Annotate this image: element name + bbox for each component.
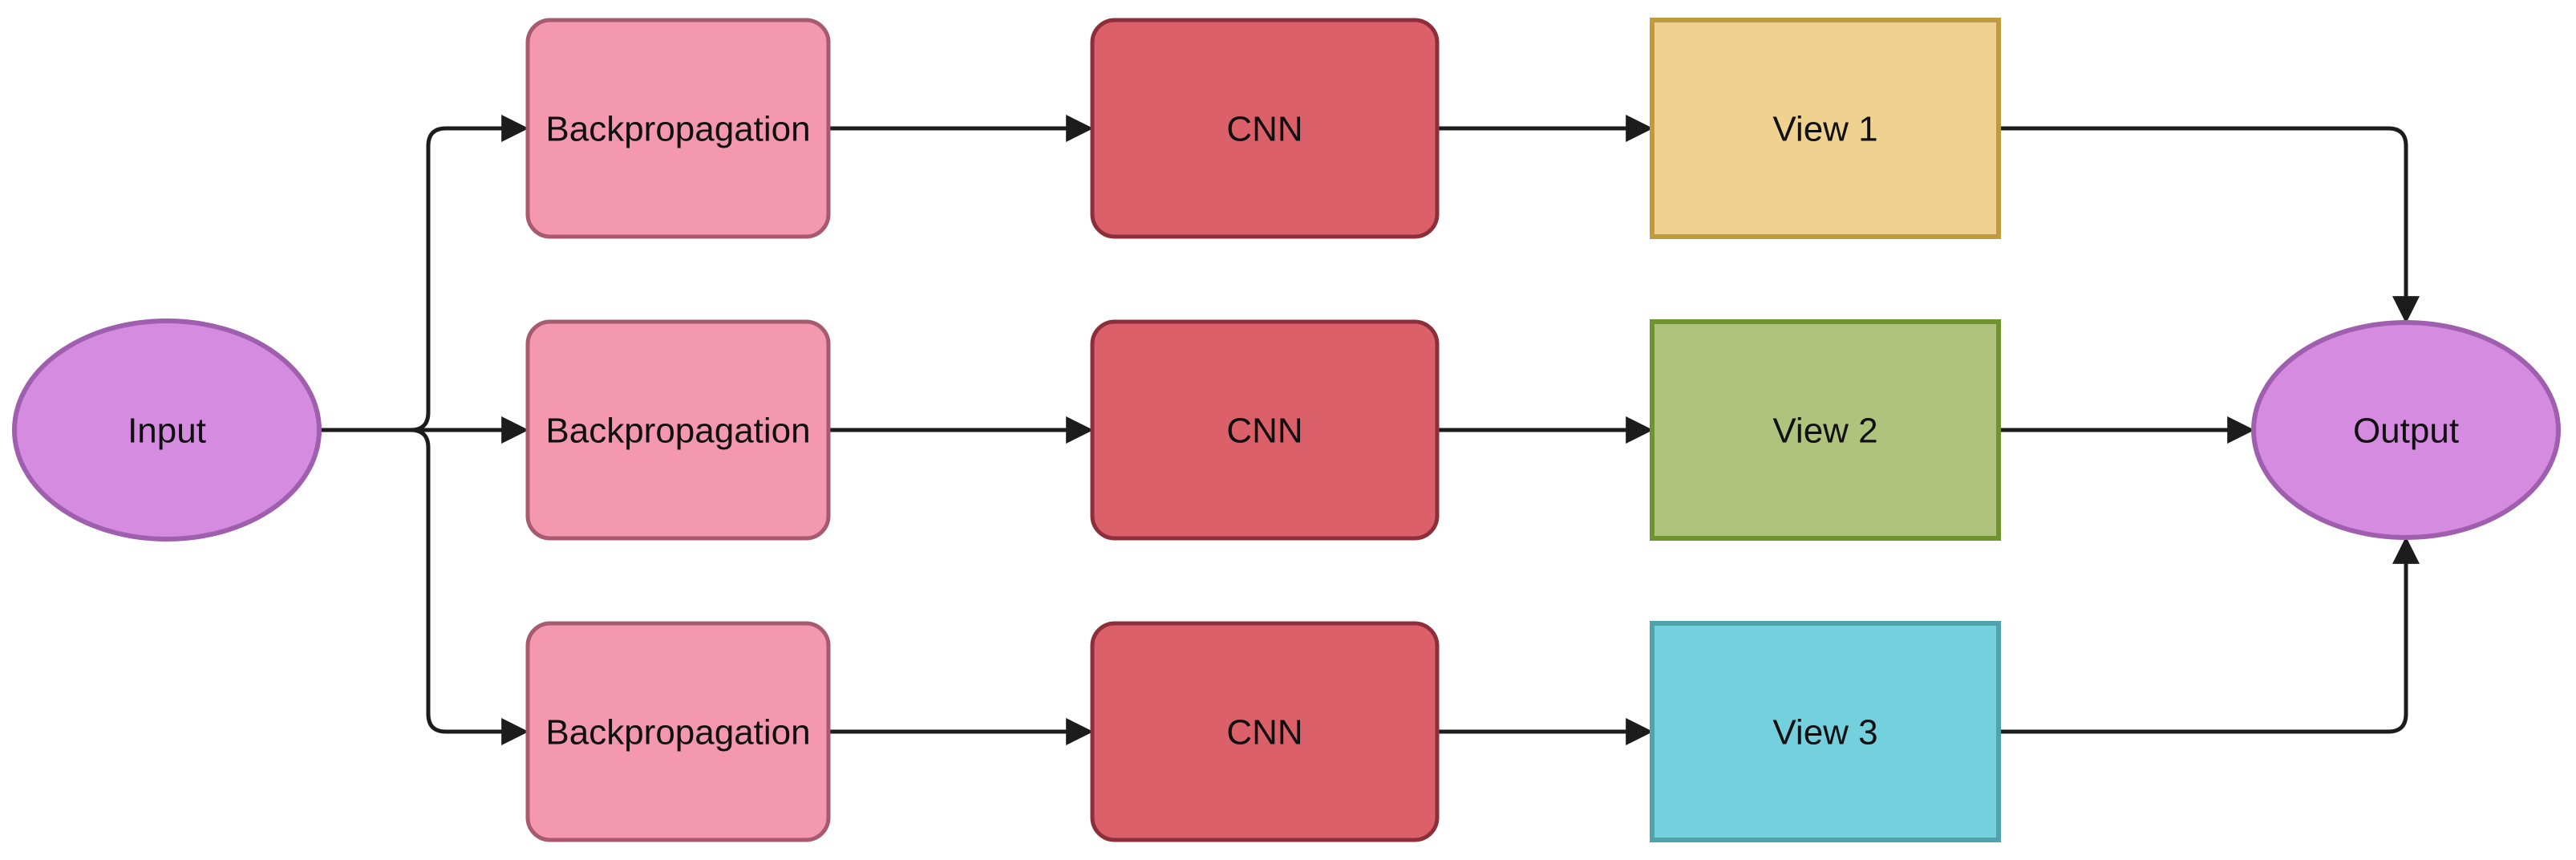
- node-layer: InputBackpropagationBackpropagationBackp…: [12, 18, 2561, 842]
- node-backprop-2: Backpropagation: [525, 319, 831, 541]
- cnn-2-shape: [1090, 319, 1440, 541]
- cnn-3-label: CNN: [1226, 712, 1302, 752]
- node-output: Output: [2251, 320, 2561, 540]
- cnn-1-label: CNN: [1226, 109, 1302, 148]
- edge-input-to-backprop-1: [319, 115, 529, 432]
- cnn-2-label: CNN: [1226, 411, 1302, 450]
- backprop-1-shape: [525, 18, 831, 239]
- node-backprop-1: Backpropagation: [525, 18, 831, 239]
- edge-input-to-backprop-3: [319, 428, 529, 745]
- backprop-2-label: Backpropagation: [545, 411, 810, 450]
- node-view-1: View 1: [1650, 18, 2001, 239]
- edge-view-1-to-output: [1999, 126, 2420, 324]
- backprop-2-shape: [525, 319, 831, 541]
- node-cnn-1: CNN: [1090, 18, 1440, 239]
- node-cnn-2: CNN: [1090, 319, 1440, 541]
- input-shape: [12, 318, 322, 542]
- view-3-label: View 3: [1772, 712, 1877, 752]
- backprop-3-shape: [525, 621, 831, 842]
- backprop-1-label: Backpropagation: [545, 109, 810, 148]
- view-1-shape: [1650, 18, 2001, 239]
- node-cnn-3: CNN: [1090, 621, 1440, 842]
- view-2-shape: [1650, 319, 2001, 541]
- output-label: Output: [2353, 411, 2459, 450]
- node-view-2: View 2: [1650, 319, 2001, 541]
- view-3-shape: [1650, 621, 2001, 842]
- edge-layer: [319, 115, 2420, 745]
- view-1-label: View 1: [1772, 109, 1877, 148]
- node-view-3: View 3: [1650, 621, 2001, 842]
- node-input: Input: [12, 318, 322, 542]
- edge-view-3-to-output: [1999, 536, 2420, 734]
- node-backprop-3: Backpropagation: [525, 621, 831, 842]
- view-2-label: View 2: [1772, 411, 1877, 450]
- backprop-3-label: Backpropagation: [545, 712, 810, 752]
- output-shape: [2251, 320, 2561, 540]
- cnn-1-shape: [1090, 18, 1440, 239]
- cnn-3-shape: [1090, 621, 1440, 842]
- input-label: Input: [128, 411, 206, 450]
